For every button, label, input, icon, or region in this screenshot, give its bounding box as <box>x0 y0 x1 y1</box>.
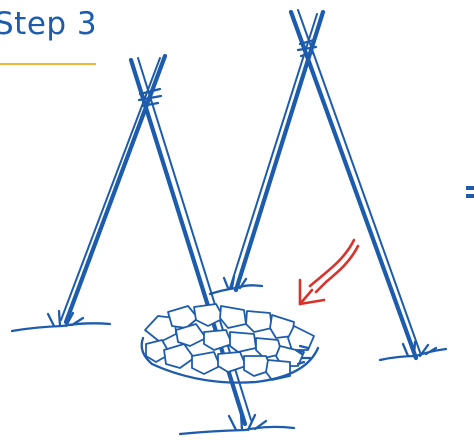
right-tripod <box>210 10 446 360</box>
left-tripod-grass-left <box>12 311 110 331</box>
right-tripod-right-pole <box>291 12 416 358</box>
stone-fire-ring <box>142 304 318 383</box>
edge-mark-bottom <box>466 194 474 198</box>
left-tripod-left-pole-edge <box>61 58 160 320</box>
right-tripod-right-pole-edge <box>298 10 421 355</box>
left-tripod-grass-right <box>180 414 294 434</box>
red-arrow-icon <box>300 240 358 304</box>
edge-mark-top <box>466 186 474 190</box>
